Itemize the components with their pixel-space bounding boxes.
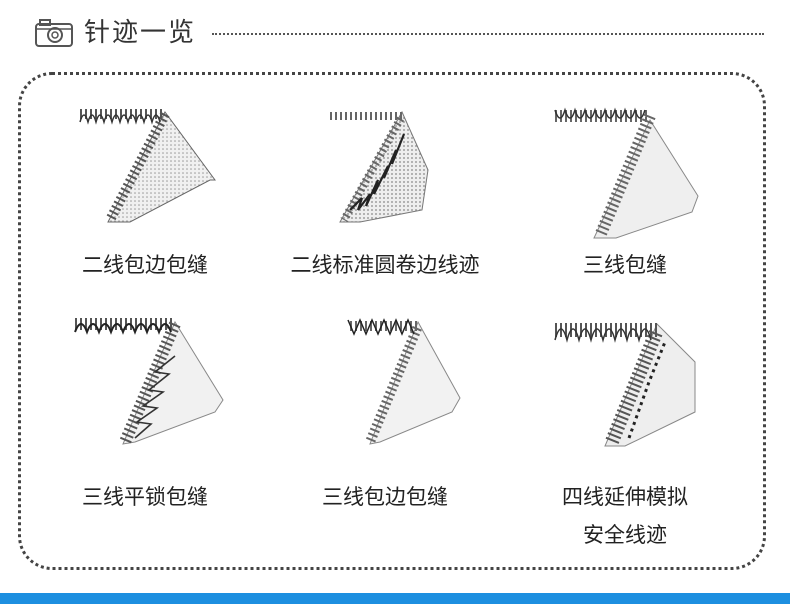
stitch-image [554, 107, 699, 239]
stitch-image [330, 110, 429, 223]
stitch-image [79, 109, 216, 223]
camera-icon [35, 19, 73, 47]
stitch-label-line2: 安全线迹 [583, 523, 667, 547]
stitch-card: 三线包边包缝 [265, 312, 505, 509]
stitch-card: 二线包边包缝 [25, 100, 265, 277]
stitch-label: 二线标准圆卷边线迹 [290, 253, 480, 277]
header-divider [212, 33, 764, 35]
stitch-image [74, 318, 224, 445]
section-header: 针迹一览 [34, 14, 764, 54]
page-title: 针迹一览 [84, 18, 197, 48]
stitch-card: 二线标准圆卷边线迹 [265, 100, 505, 277]
stitch-label: 二线包边包缝 [82, 253, 208, 277]
stitch-image [347, 318, 461, 445]
stitch-card: 三线平锁包缝 [25, 312, 265, 509]
stitch-label: 三线平锁包缝 [82, 485, 208, 509]
stitch-card: 三线包缝 [505, 100, 745, 277]
stitch-image [554, 323, 696, 447]
stitch-card: 四线延伸模拟 安全线迹 [505, 312, 745, 547]
stitch-label: 三线包边包缝 [322, 485, 448, 509]
stitch-panel [18, 72, 766, 570]
stitch-label: 四线延伸模拟 [562, 485, 688, 509]
stitch-label: 三线包缝 [583, 253, 667, 277]
bottom-accent-bar [0, 593, 790, 604]
